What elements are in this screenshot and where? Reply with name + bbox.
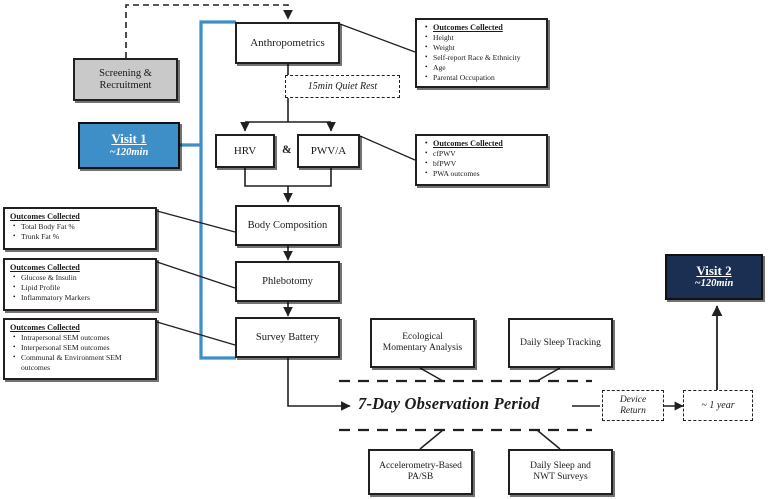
node-quiet-rest[interactable]: 15min Quiet Rest <box>285 75 400 98</box>
node-pwva[interactable]: PWV/A <box>297 134 360 168</box>
list-item: Interpersonal SEM outcomes <box>13 343 151 353</box>
device-return-line-2: Return <box>620 405 646 416</box>
quiet-rest-label: 15min Quiet Rest <box>307 80 378 92</box>
visit-2-title: Visit 2 <box>696 262 732 278</box>
node-survey-battery[interactable]: Survey Battery <box>235 317 340 358</box>
outcomes-box-anthropometrics: Outcomes Collected Height Weight Self-re… <box>415 18 548 88</box>
accel-line-1: Accelerometry-Based <box>379 461 462 472</box>
outcomes-header: Outcomes Collected <box>10 263 80 272</box>
ema-line-1: Ecological <box>402 332 443 343</box>
list-item: cfPWV <box>425 149 542 159</box>
accel-line-2: PA/SB <box>407 472 434 482</box>
outcomes-header: Outcomes Collected <box>422 139 542 149</box>
outcomes-header: Outcomes Collected <box>10 323 80 332</box>
device-return-line-1: Device <box>619 394 647 405</box>
node-accelerometry-pa-sb[interactable]: Accelerometry-Based PA/SB <box>368 449 473 495</box>
pwva-label: PWV/A <box>310 144 347 157</box>
list-item: Parental Occupation <box>425 73 542 83</box>
observation-period-label: 7-Day Observation Period <box>358 394 540 413</box>
hrv-label: HRV <box>233 144 257 157</box>
list-item: Weight <box>425 43 542 53</box>
node-one-year-interval[interactable]: ~ 1 year <box>683 390 753 421</box>
node-anthropometrics[interactable]: Anthropometrics <box>235 22 340 64</box>
body-composition-label: Body Composition <box>247 219 328 231</box>
node-screening-recruitment[interactable]: Screening & Recruitment <box>73 58 178 101</box>
list-item: PWA outcomes <box>425 169 542 179</box>
ampersand-label: & <box>282 144 292 156</box>
list-item: bfPWV <box>425 159 542 169</box>
visit-2-duration: ~120min <box>694 278 734 290</box>
outcomes-list: cfPWV bfPWV PWA outcomes <box>422 149 542 179</box>
outcomes-box-vascular: Outcomes Collected cfPWV bfPWV PWA outco… <box>415 134 548 186</box>
screening-line-1: Screening & <box>99 67 152 79</box>
node-daily-sleep-nwt-surveys[interactable]: Daily Sleep and NWT Surveys <box>508 449 613 495</box>
list-item: Glucose & Insulin <box>13 273 151 283</box>
node-ecological-momentary-analysis[interactable]: Ecological Momentary Analysis <box>370 318 475 368</box>
outcomes-box-survey: Outcomes Collected Intrapersonal SEM out… <box>3 318 157 380</box>
outcomes-list: Glucose & Insulin Lipid Profile Inflamma… <box>10 273 151 303</box>
node-visit-2[interactable]: Visit 2 ~120min <box>665 254 763 300</box>
node-body-composition[interactable]: Body Composition <box>235 205 340 246</box>
phlebotomy-label: Phlebotomy <box>262 275 313 287</box>
outcomes-box-body-composition: Outcomes Collected Total Body Fat % Trun… <box>3 207 157 250</box>
list-item: Inflammatory Markers <box>13 293 151 303</box>
visit-1-title: Visit 1 <box>111 131 147 147</box>
anthropometrics-label: Anthropometrics <box>250 36 325 49</box>
daily-sleep-tracking-label: Daily Sleep Tracking <box>520 337 601 348</box>
outcomes-list: Intrapersonal SEM outcomes Interpersonal… <box>10 333 151 373</box>
list-item: Trunk Fat % <box>13 232 151 242</box>
node-daily-sleep-tracking[interactable]: Daily Sleep Tracking <box>508 318 613 368</box>
node-device-return[interactable]: Device Return <box>602 390 664 421</box>
visit-1-duration: ~120min <box>109 146 149 158</box>
outcomes-list: Total Body Fat % Trunk Fat % <box>10 222 151 242</box>
list-item: Communal & Environment SEM outcomes <box>13 353 151 373</box>
nwt-line-1: Daily Sleep and <box>530 461 591 472</box>
outcomes-box-phlebotomy: Outcomes Collected Glucose & Insulin Lip… <box>3 258 157 311</box>
survey-battery-label: Survey Battery <box>255 331 320 343</box>
nwt-line-2: NWT Surveys <box>533 472 588 482</box>
list-item: Total Body Fat % <box>13 222 151 232</box>
ema-line-2: Momentary Analysis <box>382 343 463 353</box>
outcomes-list: Height Weight Self-report Race & Ethnici… <box>422 33 542 83</box>
outcomes-header: Outcomes Collected <box>10 212 80 221</box>
node-phlebotomy[interactable]: Phlebotomy <box>235 261 340 302</box>
screening-line-2: Recruitment <box>99 79 152 91</box>
list-item: Age <box>425 63 542 73</box>
list-item: Intrapersonal SEM outcomes <box>13 333 151 343</box>
node-hrv[interactable]: HRV <box>215 134 275 168</box>
list-item: Lipid Profile <box>13 283 151 293</box>
node-visit-1[interactable]: Visit 1 ~120min <box>78 122 180 169</box>
list-item: Self-report Race & Ethnicity <box>425 53 542 63</box>
list-item: Height <box>425 33 542 43</box>
one-year-label: ~ 1 year <box>701 399 735 411</box>
outcomes-header: Outcomes Collected <box>422 23 542 33</box>
